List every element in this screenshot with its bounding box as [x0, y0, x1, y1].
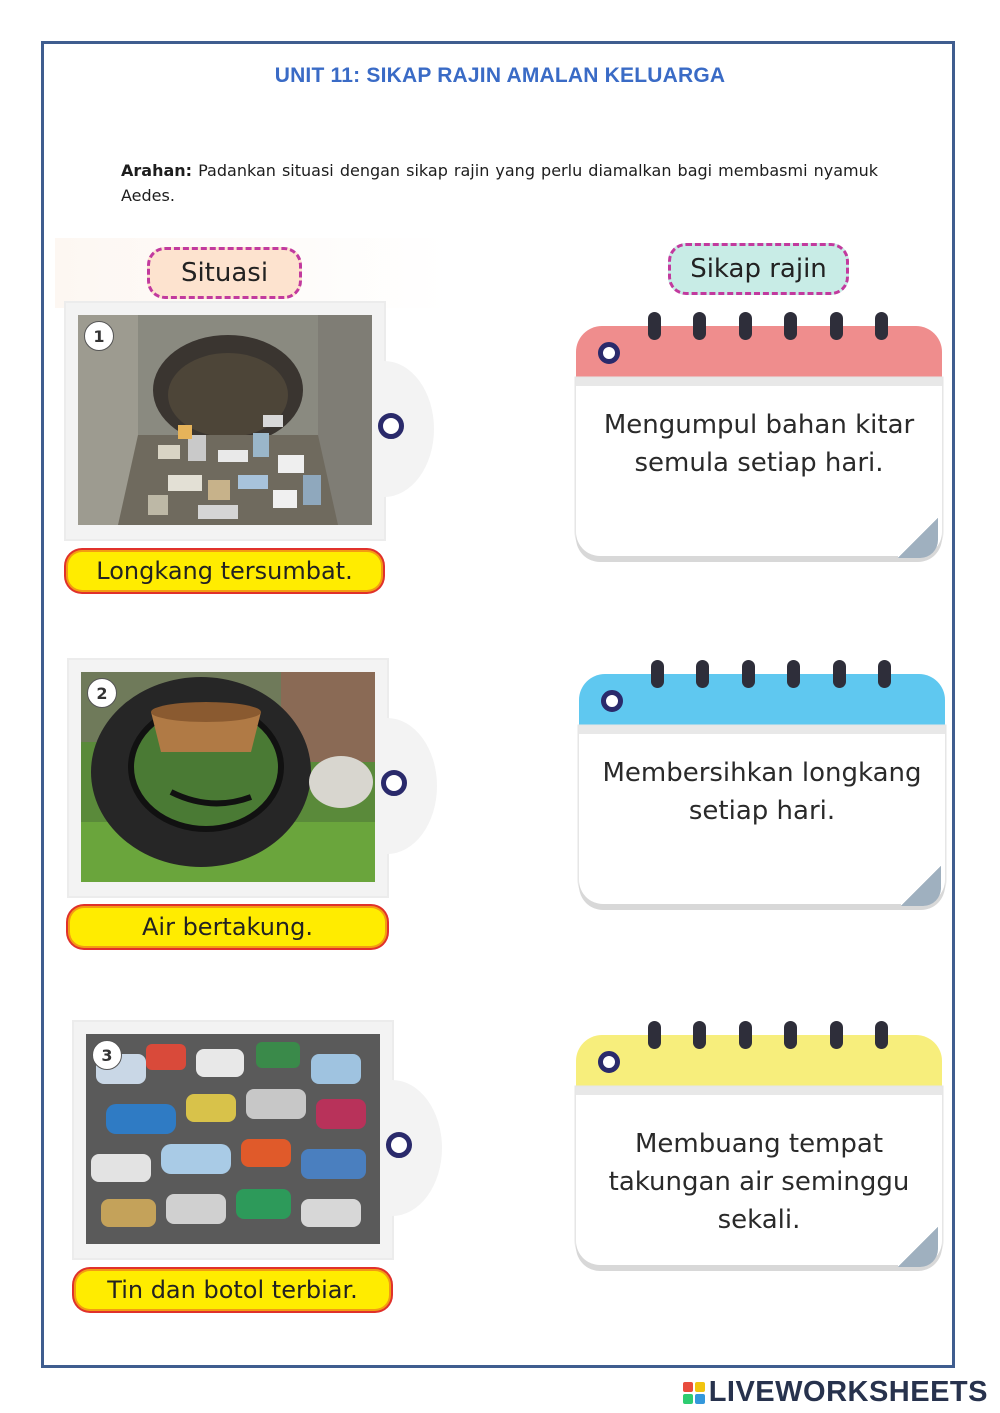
- situation-label-2: Air bertakung.: [70, 908, 385, 946]
- liveworksheets-logo: LIVEWORKSHEETS: [682, 1376, 988, 1409]
- calendar-strip: [579, 726, 945, 734]
- calendar-body: [576, 1087, 942, 1265]
- situasi-header: Situasi: [147, 247, 302, 299]
- page-fold: [898, 518, 938, 558]
- situation-card-2: 2: [69, 660, 437, 896]
- calendar-strip: [576, 1087, 942, 1095]
- calendar-rings: [648, 312, 888, 342]
- situation-label-3: Tin dan botol terbiar.: [76, 1271, 389, 1309]
- sikap-rajin-header: Sikap rajin: [668, 243, 849, 295]
- attitude-card-2: Membersihkan longkang setiap hari.: [579, 660, 945, 912]
- photo-stagnant-tyre: [81, 672, 375, 882]
- calendar-rings: [648, 1021, 888, 1051]
- attitude-text-3: Membuang tempat takungan air seminggu se…: [608, 1129, 910, 1235]
- instructions-text: Padankan situasi dengan sikap rajin yang…: [121, 161, 878, 205]
- attitude-text-1: Mengumpul bahan kitar semula setiap hari…: [603, 410, 915, 478]
- attitude-card-3: Membuang tempat takungan air seminggu se…: [576, 1021, 942, 1273]
- calendar-strip: [576, 378, 942, 386]
- situation-card-1: 1: [66, 303, 434, 539]
- photo-clogged-drain: [78, 315, 372, 525]
- match-dot-situation-2[interactable]: [381, 770, 407, 796]
- situation-label-1: Longkang tersumbat.: [68, 552, 381, 590]
- brand-name: LIVEWORKSHEETS: [708, 1376, 988, 1408]
- match-dot-situation-3[interactable]: [386, 1132, 412, 1158]
- situation-number-3: 3: [92, 1040, 122, 1070]
- brand-icon: [682, 1381, 705, 1404]
- attitude-card-1: Mengumpul bahan kitar semula setiap hari…: [576, 312, 942, 564]
- instructions: Arahan: Padankan situasi dengan sikap ra…: [121, 158, 878, 208]
- page-title: UNIT 11: SIKAP RAJIN AMALAN KELUARGA: [274, 64, 726, 87]
- calendar-rings: [651, 660, 891, 690]
- page-fold: [898, 1227, 938, 1267]
- match-dot-attitude-2[interactable]: [601, 690, 623, 712]
- match-dot-attitude-3[interactable]: [598, 1051, 620, 1073]
- situation-number-2: 2: [87, 678, 117, 708]
- photo-cans-bottles: [86, 1034, 380, 1244]
- calendar-body: [576, 378, 942, 556]
- situation-card-3: 3: [74, 1022, 442, 1258]
- calendar-body: [579, 726, 945, 904]
- page-frame: [41, 41, 955, 1368]
- instructions-label: Arahan:: [121, 161, 193, 180]
- page-fold: [901, 866, 941, 906]
- situation-number-1: 1: [84, 321, 114, 351]
- match-dot-attitude-1[interactable]: [598, 342, 620, 364]
- match-dot-situation-1[interactable]: [378, 413, 404, 439]
- attitude-text-2: Membersihkan longkang setiap hari.: [602, 758, 922, 826]
